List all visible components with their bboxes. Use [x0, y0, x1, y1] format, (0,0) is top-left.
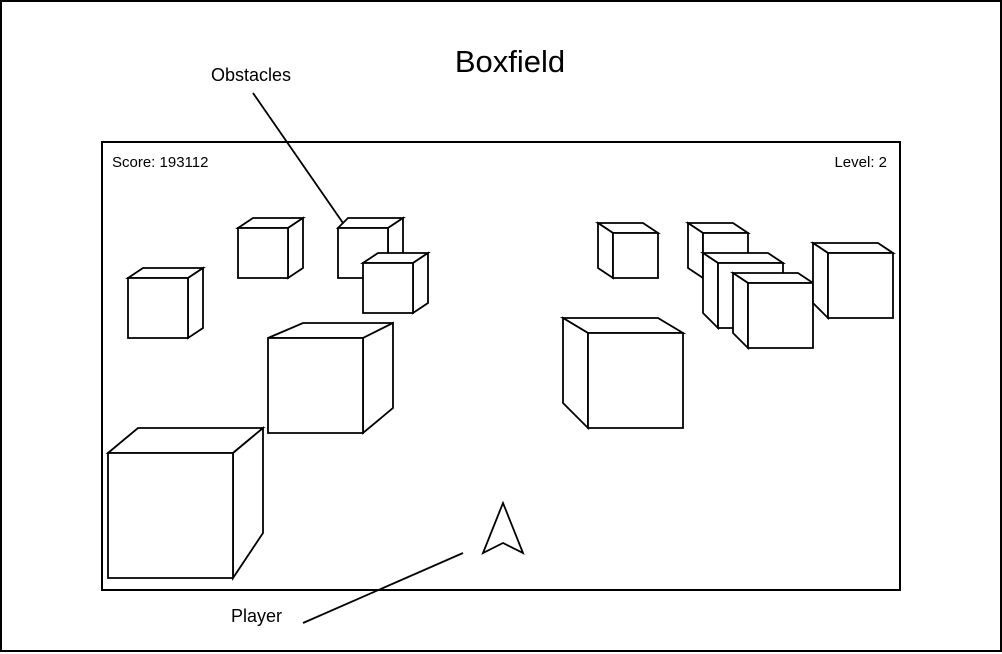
score-display: Score: 193112 — [112, 154, 209, 171]
game-title: Boxfield — [454, 44, 566, 79]
game-area: Score: 193112 Level: 2 — [101, 141, 901, 591]
player-callout-label: Player — [231, 606, 283, 626]
obstacles-callout-label: Obstacles — [211, 65, 292, 85]
level-display: Level: 2 — [834, 154, 887, 171]
